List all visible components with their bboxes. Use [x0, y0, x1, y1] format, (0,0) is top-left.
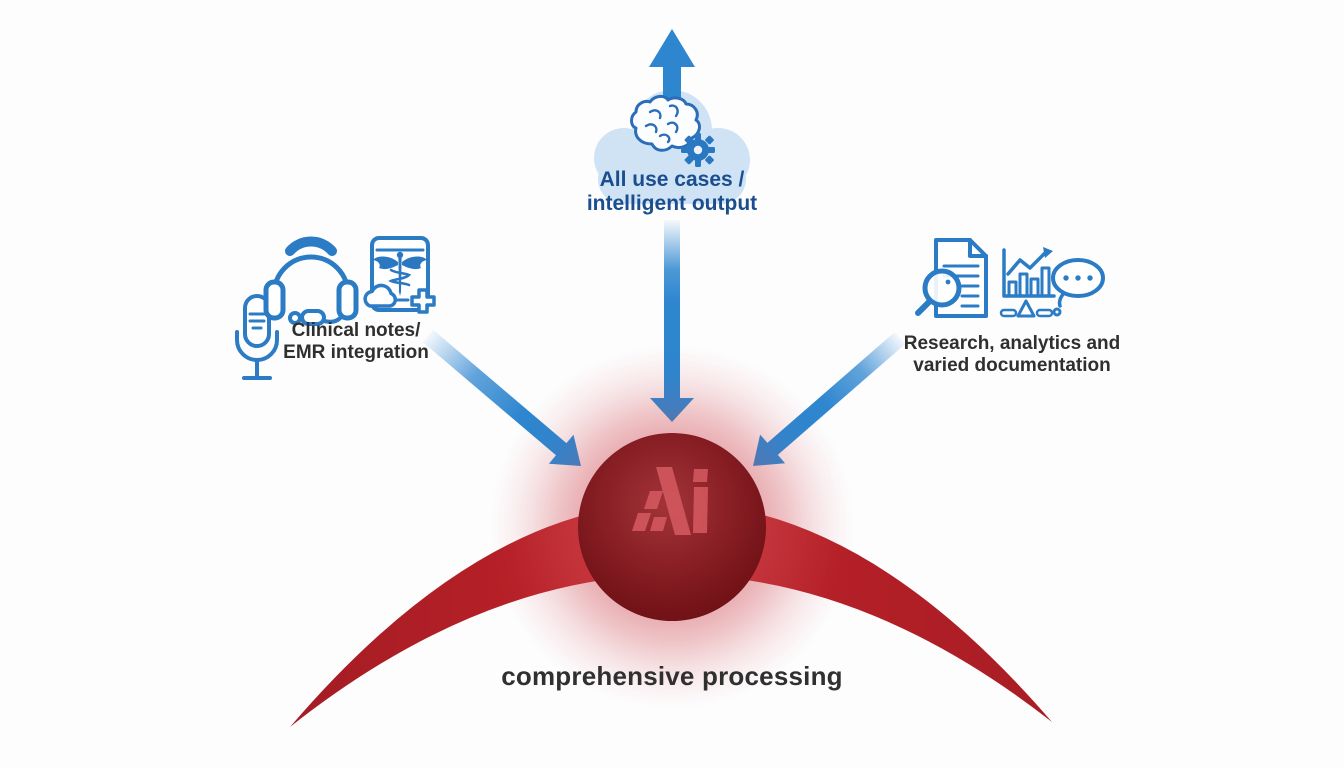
brain-icon: [630, 94, 701, 152]
headset-icon: [263, 236, 359, 326]
caduceus-icon: [373, 251, 427, 296]
speech-bubble-icon: [1051, 258, 1105, 317]
top-node-label: All use cases / intelligent output: [492, 168, 852, 216]
down-arrow: [650, 220, 694, 422]
document-search-icon: [915, 238, 988, 318]
caption: comprehensive processing: [501, 661, 843, 691]
gear-icon: [681, 133, 715, 167]
analytics-chart-icon: [999, 247, 1056, 318]
right-label-line1: Research, analytics and: [903, 333, 1121, 354]
ai-logo: [632, 467, 708, 535]
left-label-line1: Clinical notes/: [291, 320, 421, 341]
left-label-line2: EMR integration: [283, 341, 429, 363]
left-diagonal-arrow: [422, 329, 581, 466]
medical-cross-icon: [410, 288, 436, 314]
right-label-line2: varied documentation: [913, 354, 1111, 376]
top-label-line2: intelligent output: [586, 191, 758, 215]
right-diagonal-arrow: [753, 332, 906, 466]
brain-gear-icon: [630, 94, 715, 167]
cloud-sync-icon: [363, 283, 398, 308]
top-label-line1: All use cases /: [599, 168, 745, 191]
left-node-label: Clinical notes/ EMR integration: [236, 320, 476, 363]
right-node-label: Research, analytics and varied documenta…: [872, 333, 1152, 376]
microphone-icon: [235, 294, 279, 380]
up-arrow: [649, 29, 695, 110]
ai-sphere: AI: [578, 433, 766, 621]
emr-tablet-caduceus-icon: [363, 236, 436, 314]
